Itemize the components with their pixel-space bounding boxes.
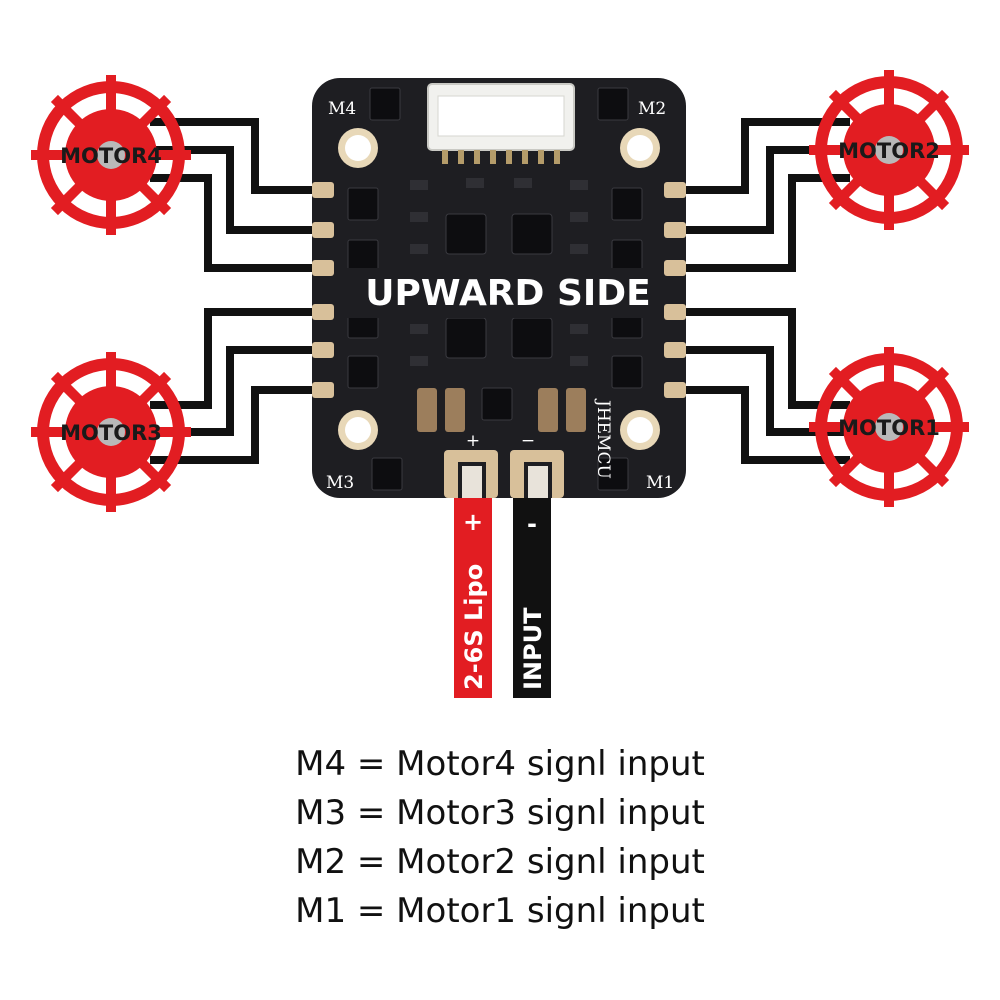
negative-lead-text: INPUT <box>519 607 547 690</box>
motor2-icon: MOTOR2 <box>809 70 969 230</box>
positive-lead: + 2-6S Lipo <box>454 496 492 698</box>
motor4-icon: MOTOR4 <box>31 75 191 235</box>
board-plus: + <box>466 431 480 451</box>
pcb-label-m1: M1 <box>646 473 674 493</box>
positive-lead-text: 2-6S Lipo <box>460 564 488 690</box>
motor1-icon: MOTOR1 <box>809 347 969 507</box>
banner-background <box>340 268 662 318</box>
esc-board: + − M4 M2 M3 M1 JHEMCU UPWARD SIDE <box>312 78 686 498</box>
pcb-label-m3: M3 <box>326 473 354 493</box>
motor4-label: MOTOR4 <box>60 144 162 168</box>
legend-line-m4: M4 = Motor4 signl input <box>295 744 705 784</box>
board-minus: − <box>521 431 535 451</box>
positive-lead-symbol: + <box>463 508 483 536</box>
motor3-label: MOTOR3 <box>60 421 162 445</box>
motor3-icon: MOTOR3 <box>31 352 191 512</box>
right-pads <box>664 182 686 398</box>
mosfet-chips <box>347 87 643 491</box>
signal-connector <box>427 83 575 164</box>
upward-side-banner: UPWARD SIDE <box>365 273 651 314</box>
pin-legend: M4 = Motor4 signl input M3 = Motor3 sign… <box>0 740 1000 936</box>
motor1-label: MOTOR1 <box>838 416 940 440</box>
pcb-label-m2: M2 <box>638 99 666 119</box>
legend-line-m3: M3 = Motor3 signl input <box>295 793 705 833</box>
left-pads <box>312 182 334 398</box>
negative-lead: - INPUT <box>513 496 551 698</box>
negative-lead-symbol: - <box>527 510 537 538</box>
mounting-holes <box>338 128 660 450</box>
legend-line-m2: M2 = Motor2 signl input <box>295 842 705 882</box>
power-pads <box>444 450 564 498</box>
brand-label: JHEMCU <box>593 398 613 479</box>
pcb-label-m4: M4 <box>328 99 356 119</box>
small-components <box>410 178 588 366</box>
capacitors <box>417 388 586 432</box>
motor2-label: MOTOR2 <box>838 139 940 163</box>
legend-line-m1: M1 = Motor1 signl input <box>295 891 705 931</box>
